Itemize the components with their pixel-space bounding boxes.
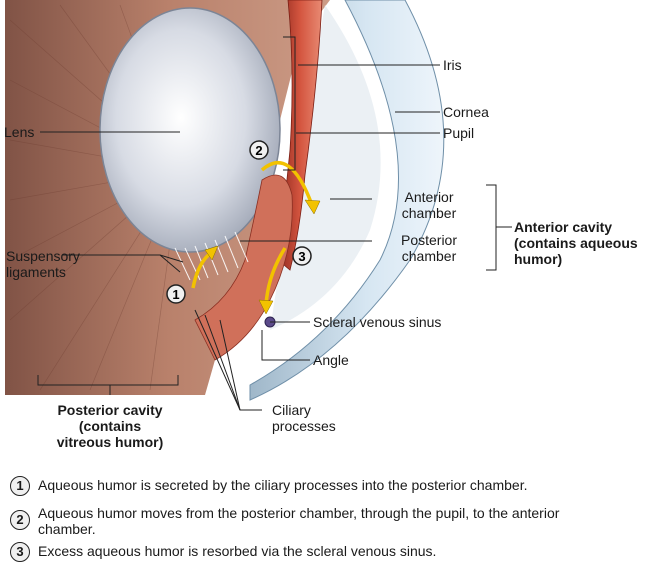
svg-text:2: 2 [255, 143, 262, 158]
label-scleral-venous-sinus: Scleral venous sinus [313, 314, 441, 330]
label-posterior-cavity: Posterior cavity (contains vitreous humo… [40, 402, 180, 450]
label-posterior-chamber: Posterior chamber [374, 232, 484, 264]
step-1-text: Aqueous humor is secreted by the ciliary… [38, 477, 650, 493]
label-angle: Angle [313, 352, 349, 368]
marker-1: 1 [167, 285, 185, 303]
label-lens: Lens [4, 124, 34, 140]
label-pupil: Pupil [443, 125, 474, 141]
label-anterior-cavity: Anterior cavity (contains aqueous humor) [514, 219, 638, 267]
step-3-text: Excess aqueous humor is resorbed via the… [38, 543, 650, 559]
svg-text:3: 3 [298, 249, 305, 264]
label-suspensory-ligaments: Suspensory ligaments [6, 248, 80, 280]
label-iris: Iris [443, 57, 462, 73]
label-ciliary-processes: Ciliary processes [272, 402, 336, 434]
label-anterior-chamber: Anterior chamber [374, 189, 484, 221]
step-2-number: 2 [10, 510, 30, 530]
marker-2: 2 [250, 141, 268, 159]
step-2-text: Aqueous humor moves from the posterior c… [38, 505, 598, 537]
step-3-number: 3 [10, 542, 30, 562]
lens-shape [100, 8, 280, 252]
marker-3: 3 [293, 247, 311, 265]
step-1-number: 1 [10, 476, 30, 496]
svg-text:1: 1 [172, 287, 179, 302]
label-cornea: Cornea [443, 104, 489, 120]
